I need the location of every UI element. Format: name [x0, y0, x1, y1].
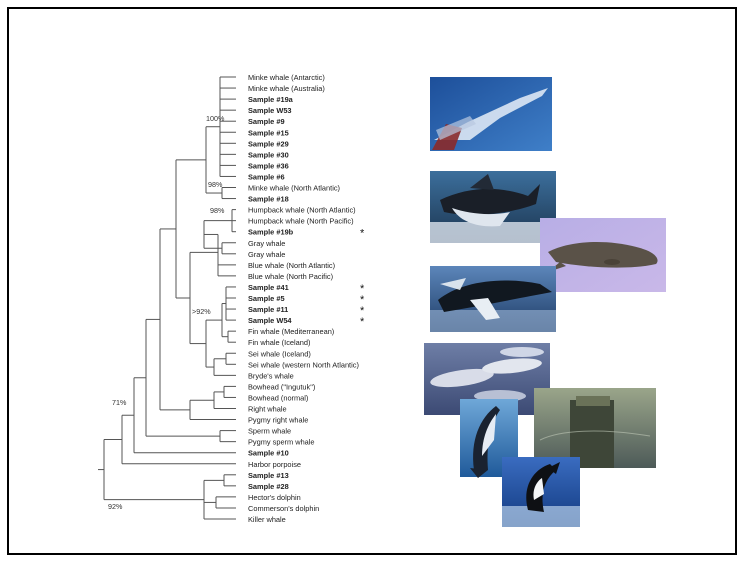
taxon-label-hb_np: Humpback whale (North Pacific) [248, 217, 354, 226]
taxon-label-s28: Sample #28 [248, 482, 289, 491]
taxon-label-s6: Sample #6 [248, 172, 285, 181]
taxon-label-s9: Sample #9 [248, 117, 285, 126]
taxon-label-blue_np: Blue whale (North Pacific) [248, 272, 333, 281]
taxon-label-bow_norm: Bowhead (normal) [248, 393, 308, 402]
taxon-label-s29: Sample #29 [248, 139, 289, 148]
asterisk-marker-s19b: * [360, 228, 365, 240]
taxon-label-s41: Sample #41 [248, 283, 289, 292]
humpback-breach-photo [430, 171, 556, 243]
taxon-label-s30: Sample #30 [248, 150, 289, 159]
sperm-whale-photo [534, 388, 656, 468]
taxon-label-sw53: Sample W53 [248, 106, 292, 115]
taxon-label-sw54: Sample W54 [248, 316, 292, 325]
taxon-label-s19a: Sample #19a [248, 95, 294, 104]
bootstrap-b92b: 92% [108, 502, 123, 511]
taxon-label-s19b: Sample #19b [248, 228, 294, 237]
orca-photo [502, 457, 580, 527]
asterisk-marker-sw54: * [360, 316, 365, 328]
taxon-label-hectors: Hector's dolphin [248, 493, 301, 502]
taxon-label-s13: Sample #13 [248, 471, 289, 480]
taxon-labels: Minke whale (Antarctic) Minke whale (Aust… [248, 73, 365, 524]
minke-whale-photo [430, 77, 552, 151]
taxon-label-s10: Sample #10 [248, 449, 289, 458]
bootstrap-b98a: 98% [208, 180, 223, 189]
taxon-label-hb_na: Humpback whale (North Atlantic) [248, 206, 356, 215]
bootstrap-b71: 71% [112, 398, 127, 407]
asterisk-marker-s41: * [360, 283, 365, 295]
taxon-label-s5: Sample #5 [248, 294, 285, 303]
taxon-label-s11: Sample #11 [248, 305, 288, 314]
taxon-label-sperm: Sperm whale [248, 427, 291, 436]
bootstrap-b98b: 98% [210, 206, 225, 215]
humpback-surface-photo [430, 266, 556, 332]
taxon-label-s36: Sample #36 [248, 161, 289, 170]
taxon-label-pygmy_sperm: Pygmy sperm whale [248, 438, 315, 447]
asterisk-marker-s11: * [360, 305, 365, 317]
taxon-label-minke_ant: Minke whale (Antarctic) [248, 73, 325, 82]
taxon-label-gray1: Gray whale [248, 239, 285, 248]
taxon-label-minke_na: Minke whale (North Atlantic) [248, 184, 340, 193]
taxon-label-blue_na: Blue whale (North Atlantic) [248, 261, 335, 270]
asterisk-marker-s5: * [360, 294, 365, 306]
taxon-label-s18: Sample #18 [248, 195, 289, 204]
taxon-label-fin_med: Fin whale (Mediterranean) [248, 327, 334, 336]
taxon-label-commersons: Commerson's dolphin [248, 504, 319, 513]
taxon-label-gray2: Gray whale [248, 250, 285, 259]
taxon-label-sei_wna: Sei whale (western North Atlantic) [248, 360, 359, 369]
bootstrap-labels: 100% 98% 98% >92% 71% 92% [108, 114, 225, 511]
bootstrap-b100: 100% [206, 114, 225, 123]
taxon-label-brydes: Bryde's whale [248, 371, 294, 380]
taxon-label-pygmy_right: Pygmy right whale [248, 416, 308, 425]
taxon-label-harbor: Harbor porpoise [248, 460, 301, 469]
gray-whale-photo [540, 218, 666, 292]
taxon-label-bow_ing: Bowhead ("Ingutuk") [248, 382, 315, 391]
taxon-label-killer: Killer whale [248, 515, 286, 524]
taxon-label-right: Right whale [248, 405, 287, 414]
taxon-label-fin_ice: Fin whale (Iceland) [248, 338, 310, 347]
taxon-label-s15: Sample #15 [248, 128, 289, 137]
bootstrap-b92a: >92% [192, 307, 211, 316]
taxon-label-minke_aus: Minke whale (Australia) [248, 84, 325, 93]
phylogenetic-tree [98, 76, 236, 520]
taxon-label-sei_ice: Sei whale (Iceland) [248, 349, 311, 358]
